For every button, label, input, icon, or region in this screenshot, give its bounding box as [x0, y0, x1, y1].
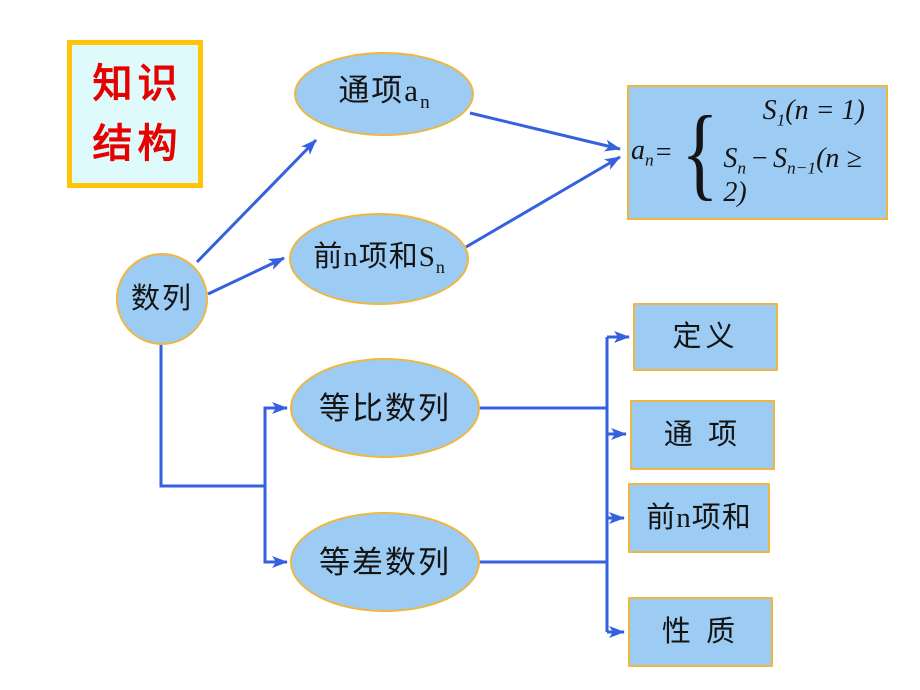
formula-case1-base: S: [762, 95, 777, 127]
node-sequence: 数列: [116, 253, 208, 345]
node-sequence-label: 数列: [130, 282, 193, 315]
formula-case2-base2: S: [773, 143, 787, 175]
node-partial-sum-label: 前n项和Sn: [313, 240, 445, 277]
formula-case2-cond: (n ≥ 2): [723, 143, 862, 208]
formula-lhs-sub: n: [645, 150, 654, 170]
leaf-general-term-label: 通 项: [663, 418, 742, 451]
edge-sequence-down-elbow: [159, 344, 265, 488]
node-general-term-text: 通项a: [338, 73, 421, 109]
edge-general-term-to-formula: [469, 111, 621, 152]
leaf-partial-sum-label: 前n项和: [646, 501, 752, 534]
formula-lhs: an: [631, 135, 654, 171]
edge-partial-sum-to-formula: [465, 155, 621, 249]
leaf-properties-label: 性 质: [661, 615, 740, 648]
leaf-general-term: 通 项: [630, 400, 775, 470]
leaf-definition: 定义: [633, 303, 778, 371]
node-partial-sum-sub: n: [435, 256, 445, 277]
node-geometric-sequence: 等比数列: [290, 358, 480, 458]
edge-branch-to-arithmetic: [263, 486, 288, 568]
formula-equals: =: [655, 136, 672, 168]
formula-case-1: S1(n = 1): [723, 96, 886, 130]
edge-branch-to-geometric: [263, 402, 288, 486]
title-line-1: 知识: [92, 61, 183, 108]
formula-case1-sub: 1: [776, 111, 786, 130]
formula-lhs-base: a: [631, 134, 645, 166]
node-arithmetic-sequence: 等差数列: [290, 512, 480, 612]
leaf-properties: 性 质: [628, 597, 773, 667]
formula-case2-sub1: n: [737, 158, 747, 178]
knowledge-structure-title: 知识 结构: [67, 40, 203, 188]
leaf-partial-sum: 前n项和: [628, 483, 770, 553]
node-general-term-sub: n: [420, 92, 430, 114]
formula-case1-cond: (n = 1): [785, 95, 865, 127]
formula-case2-sub2: n−1: [787, 158, 817, 178]
node-partial-sum-text: 前n项和S: [313, 240, 436, 273]
node-general-term: 通项an: [294, 52, 474, 136]
formula-case-2: Sn−Sn−1(n ≥ 2): [723, 143, 886, 208]
edge-sequence-to-partial-sum: [207, 256, 285, 296]
node-general-term-label: 通项an: [338, 75, 429, 112]
node-arithmetic-sequence-label: 等差数列: [319, 544, 451, 580]
formula-cases: S1(n = 1) Sn−Sn−1(n ≥ 2): [723, 96, 886, 208]
formula-brace: {: [681, 94, 720, 210]
title-line-2: 结构: [92, 120, 183, 167]
node-geometric-sequence-label: 等比数列: [319, 390, 451, 426]
formula-case2-base1: S: [723, 143, 738, 175]
edge-sequence-to-general-term: [195, 138, 318, 264]
formula-case2-minus: −: [750, 143, 769, 175]
node-partial-sum: 前n项和Sn: [289, 213, 469, 305]
formula-box: an = { S1(n = 1) Sn−Sn−1(n ≥ 2): [627, 85, 888, 220]
leaf-definition-label: 定义: [672, 320, 739, 353]
